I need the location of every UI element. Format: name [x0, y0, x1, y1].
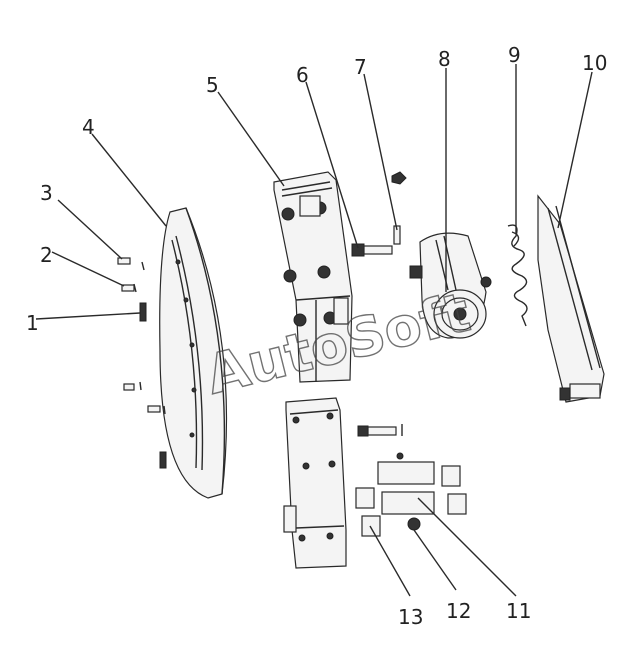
callout-8: 8 — [438, 47, 451, 71]
spring — [507, 224, 528, 327]
callout-12: 12 — [446, 599, 471, 623]
bolt-lower — [357, 424, 403, 437]
bolt-6 — [351, 243, 393, 257]
callout-10: 10 — [582, 51, 607, 75]
callout-3: 3 — [40, 181, 53, 205]
brake-pads — [355, 452, 467, 537]
callout-5: 5 — [206, 73, 219, 97]
screw-7 — [391, 171, 407, 245]
callout-7: 7 — [354, 55, 367, 79]
backing-plate — [537, 194, 605, 403]
callout-9: 9 — [508, 43, 521, 67]
brake-disc — [159, 207, 228, 499]
callout-2: 2 — [40, 243, 53, 267]
small-bolts-left — [117, 257, 167, 469]
callout-13: 13 — [398, 605, 423, 629]
caliper-bracket-upper — [273, 171, 353, 383]
callout-6: 6 — [296, 63, 309, 87]
leader-lines — [35, 64, 593, 597]
actuator-drum — [409, 232, 492, 339]
callout-1: 1 — [26, 311, 39, 335]
caliper-body-lower — [283, 397, 347, 569]
nut-12 — [407, 517, 421, 531]
callout-labels: 1 2 3 4 5 6 7 8 9 10 11 12 13 — [26, 43, 607, 629]
callout-4: 4 — [82, 115, 95, 139]
callout-11: 11 — [506, 599, 531, 623]
